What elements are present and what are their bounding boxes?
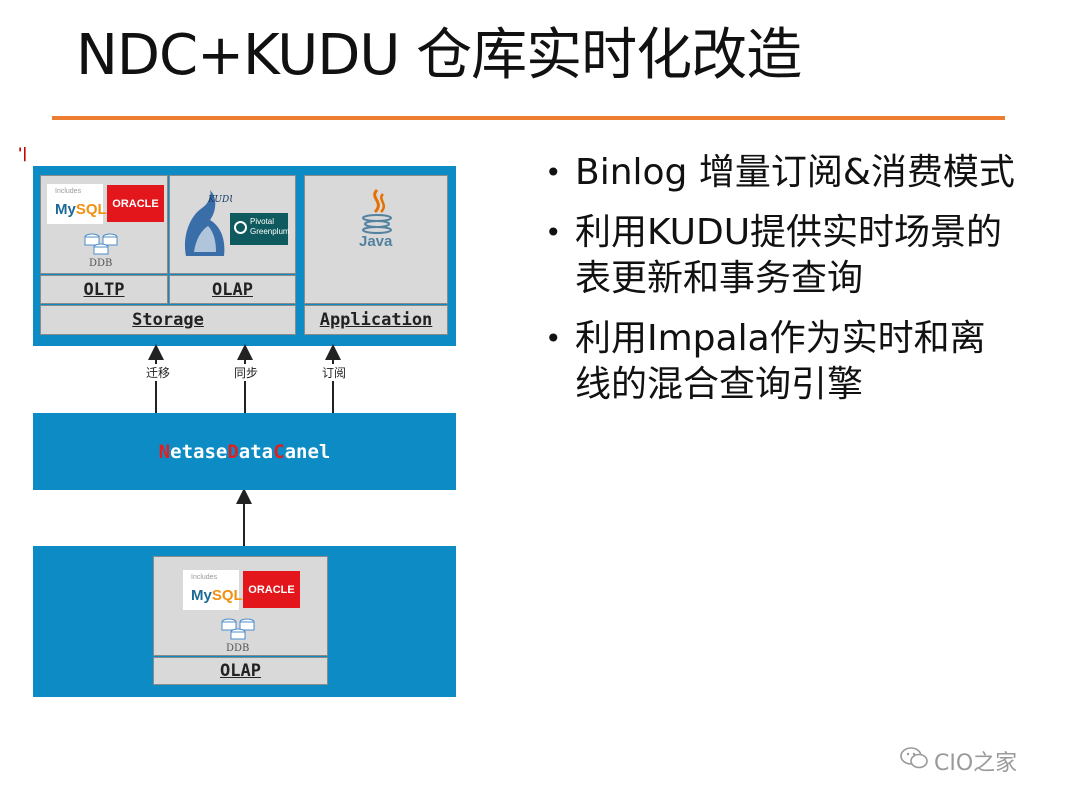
java-logo-icon: Java xyxy=(355,188,399,252)
oltp-label: OLTP xyxy=(40,275,168,304)
svg-text:KUDU: KUDU xyxy=(207,195,232,205)
arrow-label-subscribe: 订阅 xyxy=(322,364,347,381)
bullet-item: 利用KUDU提供实时场景的表更新和事务查询 xyxy=(545,210,1015,302)
greenplum-logo: Pivotal Greenplum xyxy=(230,213,290,245)
kudu-logo-icon: KUDU xyxy=(176,186,237,266)
application-logos-cell: Java xyxy=(304,175,448,304)
application-label: Application xyxy=(304,305,448,335)
olap-label: OLAP xyxy=(169,275,296,304)
wechat-icon xyxy=(900,747,928,775)
oracle-logo: ORACLE xyxy=(243,571,300,608)
olap-logos-cell: KUDU Pivotal Greenplum xyxy=(169,175,296,274)
ddb-icon xyxy=(83,232,119,260)
mysql-logo: Includes MySQL xyxy=(183,570,243,610)
ndc-panel xyxy=(33,413,456,490)
watermark: CIO之家 xyxy=(900,745,1017,777)
source-logos-cell: Includes MySQL ORACLE DDB xyxy=(153,556,328,656)
mysql-logo: Includes MySQL xyxy=(47,184,107,224)
corner-mark: '| xyxy=(18,146,28,162)
arrow-label-migrate: 迁移 xyxy=(146,364,171,381)
ddb-label: DDB xyxy=(89,258,113,269)
watermark-text: CIO之家 xyxy=(934,751,1018,776)
bullet-item: 利用Impala作为实时和离线的混合查询引擎 xyxy=(545,316,1015,408)
title-divider xyxy=(52,116,1005,120)
bullet-list: Binlog 增量订阅&消费模式 利用KUDU提供实时场景的表更新和事务查询 利… xyxy=(545,150,1015,422)
oracle-logo: ORACLE xyxy=(107,185,164,222)
svg-text:Java: Java xyxy=(359,233,393,248)
greenplum-circle-icon xyxy=(234,221,247,234)
olap-label-bottom: OLAP xyxy=(153,657,328,685)
bullet-item: Binlog 增量订阅&消费模式 xyxy=(545,150,1015,196)
arrow-label-sync: 同步 xyxy=(234,364,259,381)
ddb-label: DDB xyxy=(226,643,250,654)
slide-title: NDC+KUDU 仓库实时化改造 xyxy=(76,23,802,88)
ddb-icon xyxy=(220,617,256,645)
oltp-logos-cell: Includes MySQL ORACLE DDB xyxy=(40,175,168,274)
storage-label: Storage xyxy=(40,305,296,335)
